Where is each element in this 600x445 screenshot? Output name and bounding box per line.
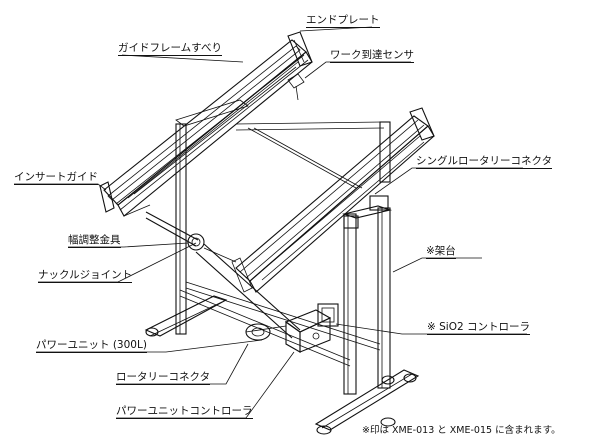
label-stand: ※架台 [426,245,456,259]
label-insert-guide: インサートガイド [14,171,98,185]
right-guide-rail [231,107,435,293]
cylinder-linkage [145,211,301,339]
label-sio2-controller: ※ SiO2 コントローラ [427,321,531,335]
label-power-unit: パワーユニット (300L) [36,339,147,353]
label-width-adjust-fitting: 幅調整金具 [68,234,121,248]
label-rotary-connector: ロータリーコネクタ [116,371,211,385]
label-single-rotary-connector: シングルロータリーコネクタ [416,155,553,169]
label-work-arrival-sensor: ワーク到達センサ [330,49,414,63]
stand-frame [144,99,420,435]
footnote: ※印は XME-013 と XME-015 に含まれます。 [362,425,561,436]
label-guide-frame-slide: ガイドフレームすべり [118,42,222,56]
label-end-plate: エンドプレート [306,14,380,28]
power-unit [245,303,339,353]
label-power-unit-controller: パワーユニットコントローラ [116,405,253,419]
label-knuckle-joint: ナックルジョイント [38,269,133,283]
leader-lines [14,26,527,419]
